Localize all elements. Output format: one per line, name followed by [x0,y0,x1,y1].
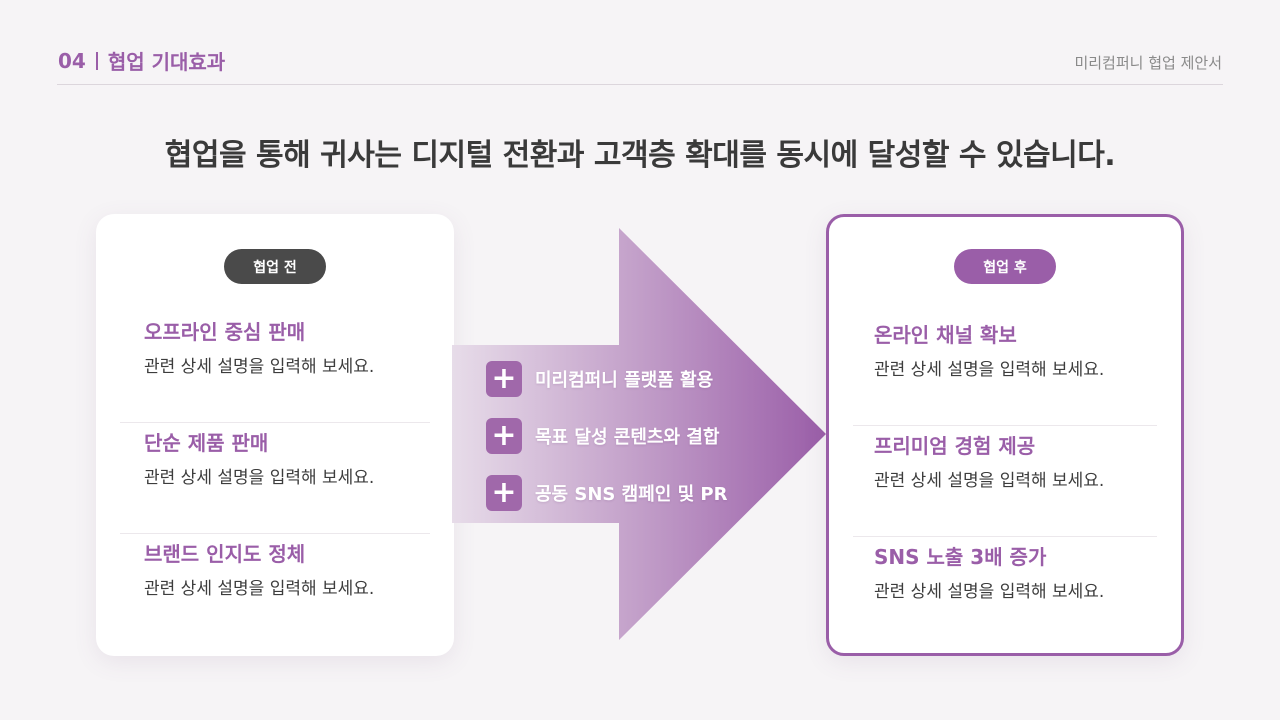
before-item-title: 브랜드 인지도 정체 [144,542,306,566]
after-item-desc: 관련 상세 설명을 입력해 보세요. [874,360,1105,380]
section-header: 04 협업 기대효과 [58,46,225,75]
after-item-title: 온라인 채널 확보 [874,323,1017,347]
page-headline: 협업을 통해 귀사는 디지털 전환과 고객층 확대를 동시에 달성할 수 있습니… [164,138,1116,173]
after-card: 협업 후 온라인 채널 확보 관련 상세 설명을 입력해 보세요. 프리미엄 경… [826,214,1184,656]
benefit-label: 미리컴퍼니 플랫폼 활용 [535,370,714,391]
item-divider [120,422,430,423]
before-badge: 협업 전 [224,249,326,284]
benefit-label: 목표 달성 콘텐츠와 결합 [535,427,720,448]
after-badge: 협업 후 [954,249,1056,284]
after-item-desc: 관련 상세 설명을 입력해 보세요. [874,471,1105,491]
before-card: 협업 전 오프라인 중심 판매 관련 상세 설명을 입력해 보세요. 단순 제품… [96,214,454,656]
before-item-desc: 관련 상세 설명을 입력해 보세요. [144,468,375,488]
benefit-item: + 목표 달성 콘텐츠와 결합 [486,418,727,454]
benefit-item: + 공동 SNS 캠페인 및 PR [486,475,727,511]
before-list: 오프라인 중심 판매 관련 상세 설명을 입력해 보세요. 단순 제품 판매 관… [96,312,454,645]
after-list: 온라인 채널 확보 관련 상세 설명을 입력해 보세요. 프리미엄 경험 제공 … [829,315,1181,648]
after-item: 온라인 채널 확보 관련 상세 설명을 입력해 보세요. [829,315,1181,426]
benefit-list: + 미리컴퍼니 플랫폼 활용 + 목표 달성 콘텐츠와 결합 + 공동 SNS … [486,361,727,532]
before-item: 오프라인 중심 판매 관련 상세 설명을 입력해 보세요. [96,312,454,423]
before-item-title: 오프라인 중심 판매 [144,320,306,344]
after-item: 프리미엄 경험 제공 관련 상세 설명을 입력해 보세요. [829,426,1181,537]
document-title: 미리컴퍼니 협업 제안서 [1074,54,1222,72]
plus-icon: + [486,361,522,397]
before-item: 브랜드 인지도 정체 관련 상세 설명을 입력해 보세요. [96,534,454,645]
section-title: 협업 기대효과 [107,50,226,74]
before-item-desc: 관련 상세 설명을 입력해 보세요. [144,357,375,377]
benefit-label: 공동 SNS 캠페인 및 PR [535,484,728,505]
after-item-title: SNS 노출 3배 증가 [874,545,1047,569]
before-item-title: 단순 제품 판매 [144,431,269,455]
header-divider [57,84,1223,85]
after-item-desc: 관련 상세 설명을 입력해 보세요. [874,582,1105,602]
benefit-item: + 미리컴퍼니 플랫폼 활용 [486,361,727,397]
after-item-title: 프리미엄 경험 제공 [874,434,1036,458]
header-separator [95,51,98,70]
plus-icon: + [486,475,522,511]
plus-icon: + [486,418,522,454]
section-number: 04 [58,48,86,73]
after-item: SNS 노출 3배 증가 관련 상세 설명을 입력해 보세요. [829,537,1181,648]
before-item-desc: 관련 상세 설명을 입력해 보세요. [144,579,375,599]
item-divider [853,536,1157,537]
item-divider [120,533,430,534]
before-item: 단순 제품 판매 관련 상세 설명을 입력해 보세요. [96,423,454,534]
transition-arrow [452,228,826,640]
item-divider [853,425,1157,426]
